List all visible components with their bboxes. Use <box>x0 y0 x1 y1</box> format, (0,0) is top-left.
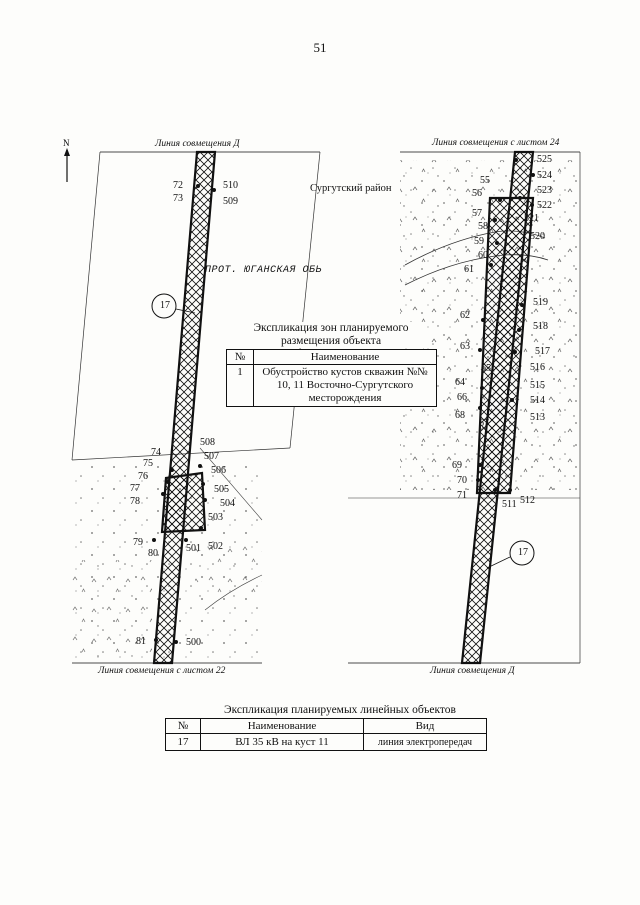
right-vertices <box>476 158 535 492</box>
left-sheet <box>71 150 321 665</box>
point-label: 66 <box>457 392 467 403</box>
page-number: 51 <box>313 40 327 55</box>
point-label: 519 <box>533 297 548 308</box>
point-label: 76 <box>138 471 148 482</box>
table-row: 17 ВЛ 35 кВ на куст 11 линия электропере… <box>165 733 487 751</box>
point-label: 502 <box>208 541 223 552</box>
point-label: 518 <box>533 321 548 332</box>
point-label: 60 <box>478 250 488 261</box>
north-letter: N <box>63 138 70 148</box>
point-label: 524 <box>537 170 552 181</box>
point-label: 61 <box>464 264 474 275</box>
table-row: 1 Обустройство кустов скважин №№ 10, 11 … <box>226 364 437 407</box>
point-label: 58 <box>478 221 488 232</box>
point-label: 512 <box>520 495 535 506</box>
join-line-label-left-bottom: Линия совмещения с листом 22 <box>98 666 226 676</box>
column-header: № <box>165 718 201 734</box>
point-label: 65 <box>481 363 491 374</box>
join-line-label-left-top: Линия совмещения Д <box>155 139 240 149</box>
table-cell: Обустройство кустов скважин №№ 10, 11 Во… <box>253 364 437 407</box>
table-header-row: № Наименование Вид <box>165 718 487 734</box>
point-label: 522 <box>537 200 552 211</box>
point-label: 508 <box>200 437 215 448</box>
point-label: 81 <box>136 636 146 647</box>
callout-left: 17 <box>160 300 170 311</box>
right-sheet <box>348 150 581 665</box>
column-header: Вид <box>363 718 487 734</box>
point-label: 77 <box>130 483 140 494</box>
channel-label: ПРОТ. ЮГАНСКАЯ ОБЬ <box>205 265 323 276</box>
point-label: 517 <box>535 346 550 357</box>
point-label: 56 <box>472 188 482 199</box>
table-header-row: № Наименование <box>226 349 437 365</box>
point-label: 71 <box>457 490 467 501</box>
point-label: 64 <box>455 377 465 388</box>
point-label: 68 <box>455 410 465 421</box>
point-label: 506 <box>211 465 226 476</box>
point-label: 514 <box>530 395 545 406</box>
left-vertices <box>152 184 216 644</box>
join-line-label-right-bottom: Линия совмещения Д <box>430 666 515 676</box>
point-label: 515 <box>530 380 545 391</box>
point-label: 69 <box>452 460 462 471</box>
point-label: 523 <box>537 185 552 196</box>
point-label: 505 <box>214 484 229 495</box>
column-header: Наименование <box>253 349 437 365</box>
point-label: 72 <box>173 180 183 191</box>
point-label: 73 <box>173 193 183 204</box>
point-label: 520 <box>530 231 545 242</box>
point-label: 57 <box>472 208 482 219</box>
point-label: 507 <box>204 451 219 462</box>
column-header: Наименование <box>200 718 364 734</box>
join-line-label-right-top: Линия совмещения с листом 24 <box>432 138 560 148</box>
table-cell: ВЛ 35 кВ на куст 11 <box>200 733 364 751</box>
point-label: 79 <box>133 537 143 548</box>
point-label: 75 <box>143 458 153 469</box>
point-label: 510 <box>223 180 238 191</box>
north-arrow-icon: N <box>63 138 70 182</box>
point-label: 70 <box>457 475 467 486</box>
table-cell: линия электропередач <box>363 733 487 751</box>
zones-explication-caption: Экспликация зон планируемого размещения … <box>236 322 426 348</box>
point-label: 501 <box>186 543 201 554</box>
point-label: 500 <box>186 637 201 648</box>
point-label: 521 <box>524 213 539 224</box>
point-label: 78 <box>130 496 140 507</box>
district-label: Сургутский район <box>310 183 392 194</box>
column-header: № <box>226 349 254 365</box>
point-label: 74 <box>151 447 161 458</box>
linear-explication-caption: Экспликация планируемых линейных объекто… <box>224 704 456 716</box>
point-label: 63 <box>460 341 470 352</box>
point-label: 80 <box>148 548 158 559</box>
point-label: 55 <box>480 175 490 186</box>
point-label: 62 <box>460 310 470 321</box>
point-label: 511 <box>502 499 517 510</box>
linear-explication-table: № Наименование Вид 17 ВЛ 35 кВ на куст 1… <box>165 718 487 751</box>
point-label: 504 <box>220 498 235 509</box>
point-label: 503 <box>208 512 223 523</box>
point-label: 509 <box>223 196 238 207</box>
zones-explication-table: № Наименование 1 Обустройство кустов скв… <box>226 349 437 407</box>
point-label: 516 <box>530 362 545 373</box>
point-label: 59 <box>474 236 484 247</box>
table-cell: 1 <box>226 364 254 407</box>
callout-right: 17 <box>518 547 528 558</box>
point-label: 67 <box>479 418 489 429</box>
point-label: 525 <box>537 154 552 165</box>
point-label: 513 <box>530 412 545 423</box>
table-cell: 17 <box>165 733 201 751</box>
